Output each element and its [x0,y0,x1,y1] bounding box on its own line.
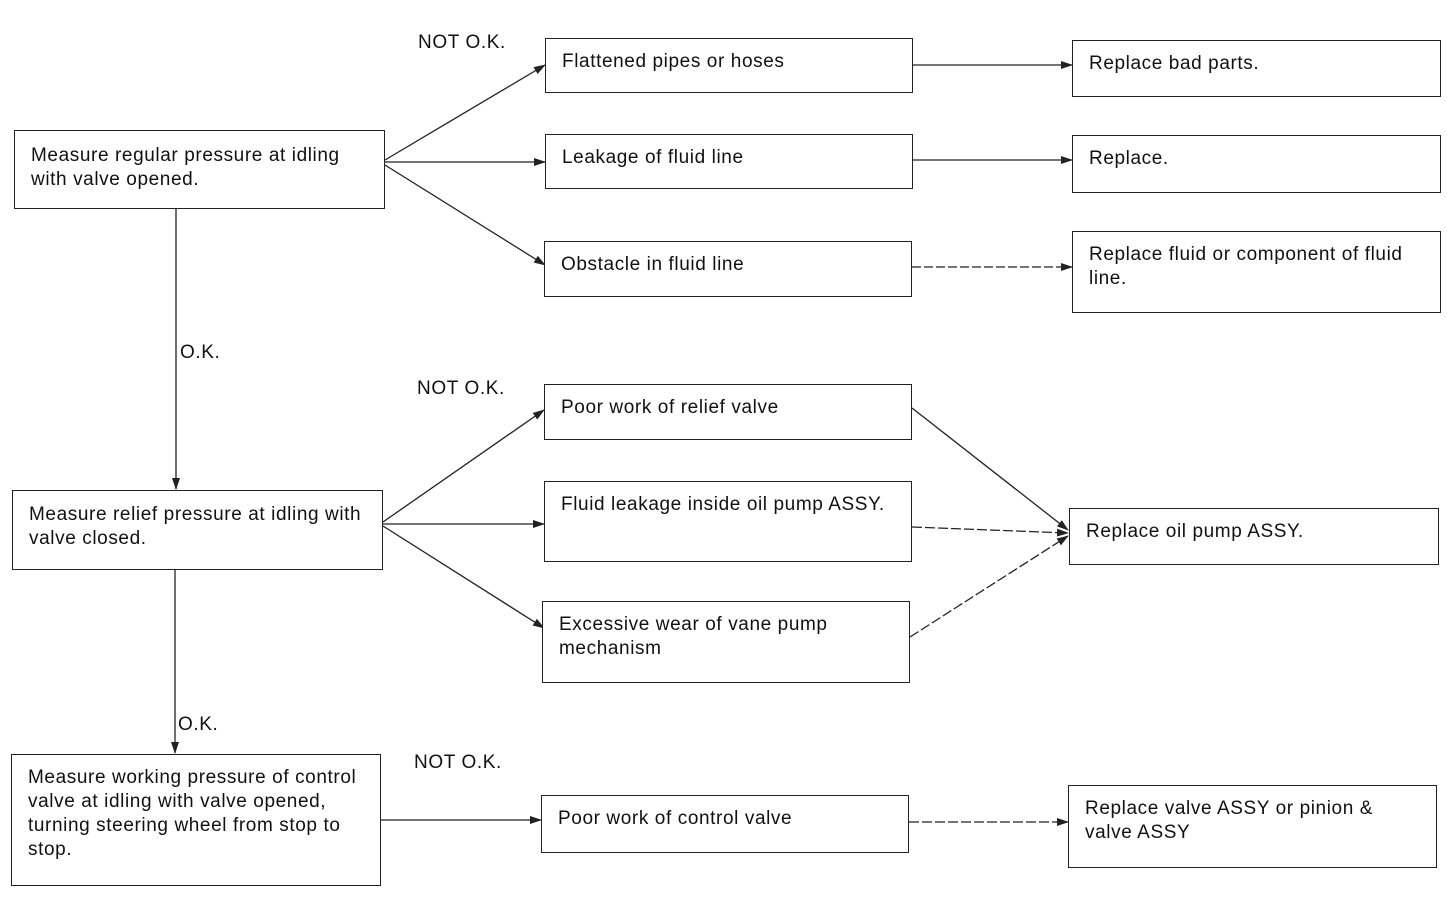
ok-label: O.K. [178,714,219,735]
cause-box-fluid-leakage-oil-pump: Fluid leakage inside oil pump ASSY. [544,481,912,562]
remedy-box-replace-fluid-component: Replace fluid or component of fluid line… [1072,231,1441,313]
not-ok-label: NOT O.K. [414,752,502,773]
ok-label: O.K. [180,342,221,363]
arrow-step1-to-obstacle [384,164,546,266]
arrow-fluidleak-to-oilpump [911,526,1069,537]
step-box-regular-pressure: Measure regular pressure at idling with … [14,130,385,209]
cause-box-obstacle-fluid-line: Obstacle in fluid line [544,241,912,297]
remedy-box-replace-bad-parts: Replace bad parts. [1072,40,1441,97]
cause-box-vane-pump-wear: Excessive wear of vane pump mechanism [542,601,910,683]
step-box-working-pressure: Measure working pressure of control valv… [11,754,381,886]
not-ok-label: NOT O.K. [418,32,506,53]
arrow-step2-to-relief [382,409,545,523]
remedy-box-replace: Replace. [1072,135,1441,193]
cause-box-leakage-fluid-line: Leakage of fluid line [545,134,913,189]
cause-box-control-valve: Poor work of control valve [541,795,909,853]
remedy-box-replace-oil-pump: Replace oil pump ASSY. [1069,508,1439,565]
cause-box-relief-valve: Poor work of relief valve [544,384,912,440]
cause-box-flattened-pipes: Flattened pipes or hoses [545,38,913,93]
arrow-relief-to-oilpump [911,407,1069,531]
not-ok-label: NOT O.K. [417,378,505,399]
arrow-wear-to-oilpump [909,535,1069,638]
remedy-box-replace-valve-assy: Replace valve ASSY or pinion & valve ASS… [1068,785,1437,868]
arrow-step2-to-wear [382,525,545,629]
arrow-step1-to-flattened [384,64,546,161]
step-box-relief-pressure: Measure relief pressure at idling with v… [12,490,383,570]
